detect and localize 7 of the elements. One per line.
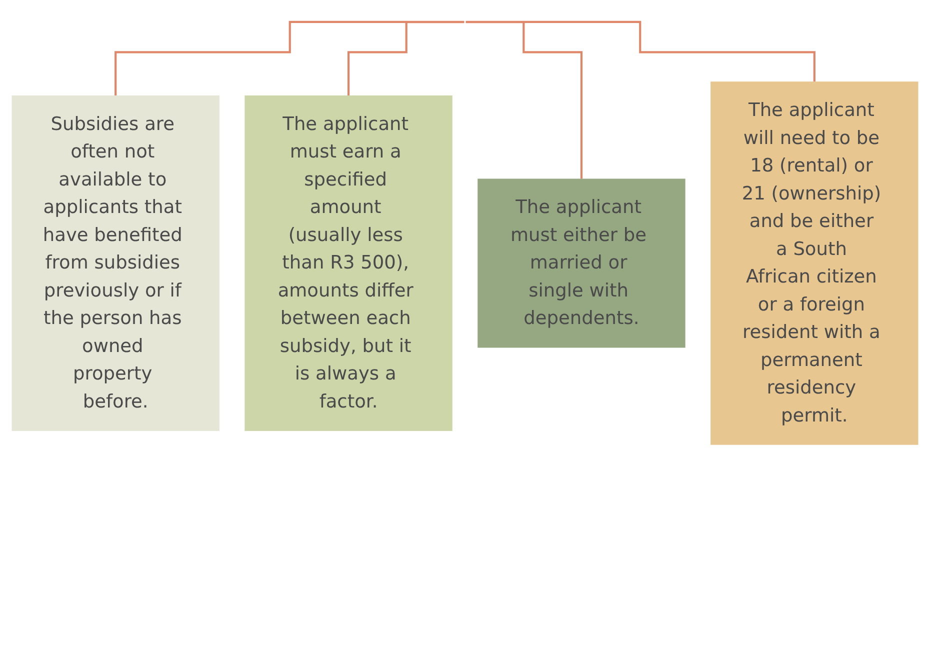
node-box (710, 82, 918, 445)
node-box (244, 95, 452, 431)
connector-line (466, 20, 816, 83)
connector-line (347, 21, 464, 96)
node-box (12, 95, 220, 431)
tree-diagram: Subsidies are often not available to applicants that have benefited from subsidies previously or if the person has owned property before. The applicant must earn a specified amount (usually less than R3 500), amounts differ between each subsidy, but it is always a factor. The applicant must either be married or single with dependents. The applicant will need to be 18 (rental) or 21 (ownership) and be either a South African citizen or a foreign resident with a permanent residency permit. (5, 0, 925, 452)
node-box (478, 178, 686, 348)
